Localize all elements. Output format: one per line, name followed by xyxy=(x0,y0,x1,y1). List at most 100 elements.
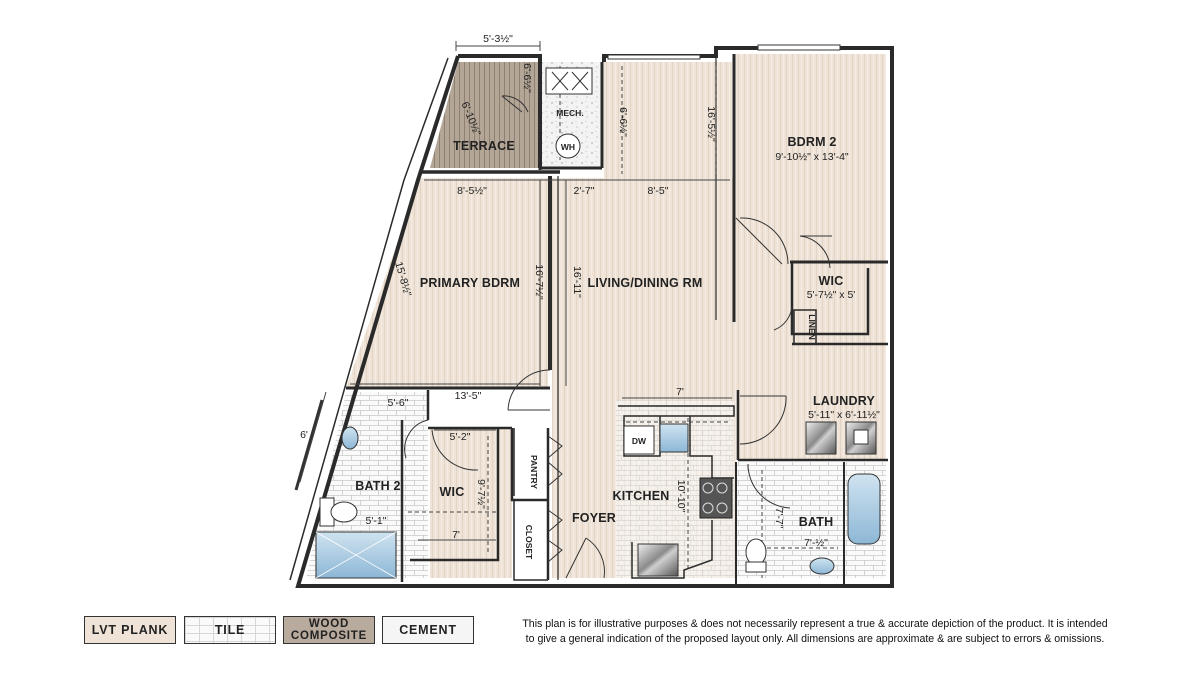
exterior-wall-outer xyxy=(403,57,449,181)
wic-upper-label: WIC xyxy=(819,274,844,288)
kitchen-label: KITCHEN xyxy=(613,489,670,503)
pantry-closet-wall xyxy=(513,428,548,581)
wic-upper-dims: 5'-7½" x 5' xyxy=(807,289,856,301)
legend-cement: CEMENT xyxy=(382,616,474,644)
living-label: LIVING/DINING RM xyxy=(587,276,702,290)
bath2-toilet xyxy=(330,501,358,523)
bdrm2-floor xyxy=(734,54,886,264)
bath2-door xyxy=(404,419,429,459)
dim-bath-width: 7'-½" xyxy=(804,537,828,549)
bath2-label: BATH 2 xyxy=(355,479,400,493)
hvac-unit-icon xyxy=(551,71,589,91)
bath-door xyxy=(747,463,791,509)
shower-drain-lines xyxy=(315,531,397,579)
doors xyxy=(404,95,832,579)
exterior-wall-outer xyxy=(289,179,405,581)
mech-wall xyxy=(538,62,604,170)
dim-kitchen-depth: 10'-10" xyxy=(675,480,687,513)
bdrm2-label: BDRM 2 xyxy=(787,135,836,149)
dim-wic-lower-width: 7' xyxy=(452,529,460,541)
primary-floor xyxy=(346,178,548,388)
wh-label: WH xyxy=(561,142,575,152)
dim-bath2-lower: 5'-1" xyxy=(366,515,387,527)
dim-terrace-width: 5'-3½" xyxy=(483,33,513,45)
terrace-label: TERRACE xyxy=(453,139,515,153)
legend-cement-label: CEMENT xyxy=(399,623,457,637)
toilet-tank xyxy=(745,561,767,573)
disclaimer-line-1: This plan is for illustrative purposes &… xyxy=(522,618,1108,630)
fixtures xyxy=(315,67,881,579)
window xyxy=(757,44,841,51)
dim-living-depth: 16'-11" xyxy=(571,266,583,298)
mech-label: MECH. xyxy=(556,108,583,118)
room-labels: TERRACE MECH. WH BDRM 2 9'-10½" x 13'-4"… xyxy=(355,108,880,560)
dim-terrace-depth: 6'-6½" xyxy=(521,63,533,93)
dishwasher xyxy=(623,425,655,455)
cooktop xyxy=(699,477,733,519)
legend-lvt-plank-label: LVT PLANK xyxy=(91,623,169,637)
bath-sink xyxy=(809,557,835,575)
closet-label: CLOSET xyxy=(524,525,534,560)
bdrm2-door xyxy=(735,217,789,265)
primary-label: PRIMARY BDRM xyxy=(420,276,520,290)
legend-lvt-plank: LVT PLANK xyxy=(84,616,176,644)
dim-bath2-upper: 5'-6" xyxy=(388,397,409,409)
bath-wall xyxy=(735,462,845,586)
water-heater xyxy=(555,133,581,159)
pantry-label: PANTRY xyxy=(529,455,539,489)
wic-door xyxy=(799,235,832,269)
dim-primary-depth: 16'-7½" xyxy=(533,264,545,300)
bdrm2-dims: 9'-10½" x 13'-4" xyxy=(775,151,849,163)
washer xyxy=(805,421,837,455)
dim-hall-width: 2'-7" xyxy=(574,185,595,197)
primary-door xyxy=(507,369,551,411)
linen-closet xyxy=(793,309,817,345)
wic-lower-wall xyxy=(400,390,550,582)
terrace-door xyxy=(501,95,529,113)
linen-door xyxy=(773,305,793,331)
burner xyxy=(716,482,728,494)
disclaimer-line-2: to give a general indication of the prop… xyxy=(525,633,1105,645)
closet-door xyxy=(547,509,563,563)
laundry-door xyxy=(739,395,787,445)
wic-lower-label: WIC xyxy=(440,485,465,499)
dim-primary-lower-width: 13'-5" xyxy=(455,390,482,402)
window xyxy=(607,54,701,60)
laundry-dims: 5'-11" x 6'-11½" xyxy=(808,409,880,421)
wic-lower-floor xyxy=(430,428,512,578)
toilet xyxy=(745,538,767,566)
terrace-floor xyxy=(430,62,538,168)
hvac-unit xyxy=(545,67,593,95)
legend-wood-composite: WOOD COMPOSITE xyxy=(283,616,375,644)
linen-label: LINEN xyxy=(807,314,817,340)
refrigerator xyxy=(637,543,679,577)
bath2-sink xyxy=(341,426,359,450)
dim-line xyxy=(299,391,327,483)
dw-label: DW xyxy=(632,436,647,446)
dim-kitchen-width: 7' xyxy=(676,386,684,398)
foyer-label: FOYER xyxy=(572,511,616,525)
dim-bath-depth: 7'-7" xyxy=(773,508,785,529)
dim-living-upper-depth: 6'-6½" xyxy=(617,107,629,137)
kitchen-island xyxy=(631,520,713,579)
legend-tile: TILE xyxy=(184,616,276,644)
dimension-labels: 5'-3½" 6'-6½" 6'-10½" 6'-6½" 16'-5½" 8'-… xyxy=(300,33,828,549)
kitchen-sink xyxy=(659,423,689,453)
pantry-door xyxy=(547,435,563,487)
bath-label: BATH xyxy=(799,515,834,529)
dim-living-width: 8'-5" xyxy=(648,185,669,197)
burner xyxy=(716,502,728,514)
windows xyxy=(294,44,841,491)
dim-wic-width: 5'-2" xyxy=(450,431,471,443)
disclaimer: This plan is for illustrative purposes &… xyxy=(512,617,1118,647)
wic-lower-door xyxy=(431,429,479,471)
living-upper-floor xyxy=(604,62,732,178)
floor-fills xyxy=(306,54,886,578)
dim-wic-depth: 9'-7½" xyxy=(475,479,487,509)
legend-wood-composite-label: WOOD COMPOSITE xyxy=(290,618,368,642)
dim-living-upper-right: 16'-5½" xyxy=(705,106,717,142)
laundry-wall xyxy=(736,390,888,462)
wic-upper-floor xyxy=(792,268,886,344)
dim-primary-width: 8'-5½" xyxy=(457,185,487,197)
